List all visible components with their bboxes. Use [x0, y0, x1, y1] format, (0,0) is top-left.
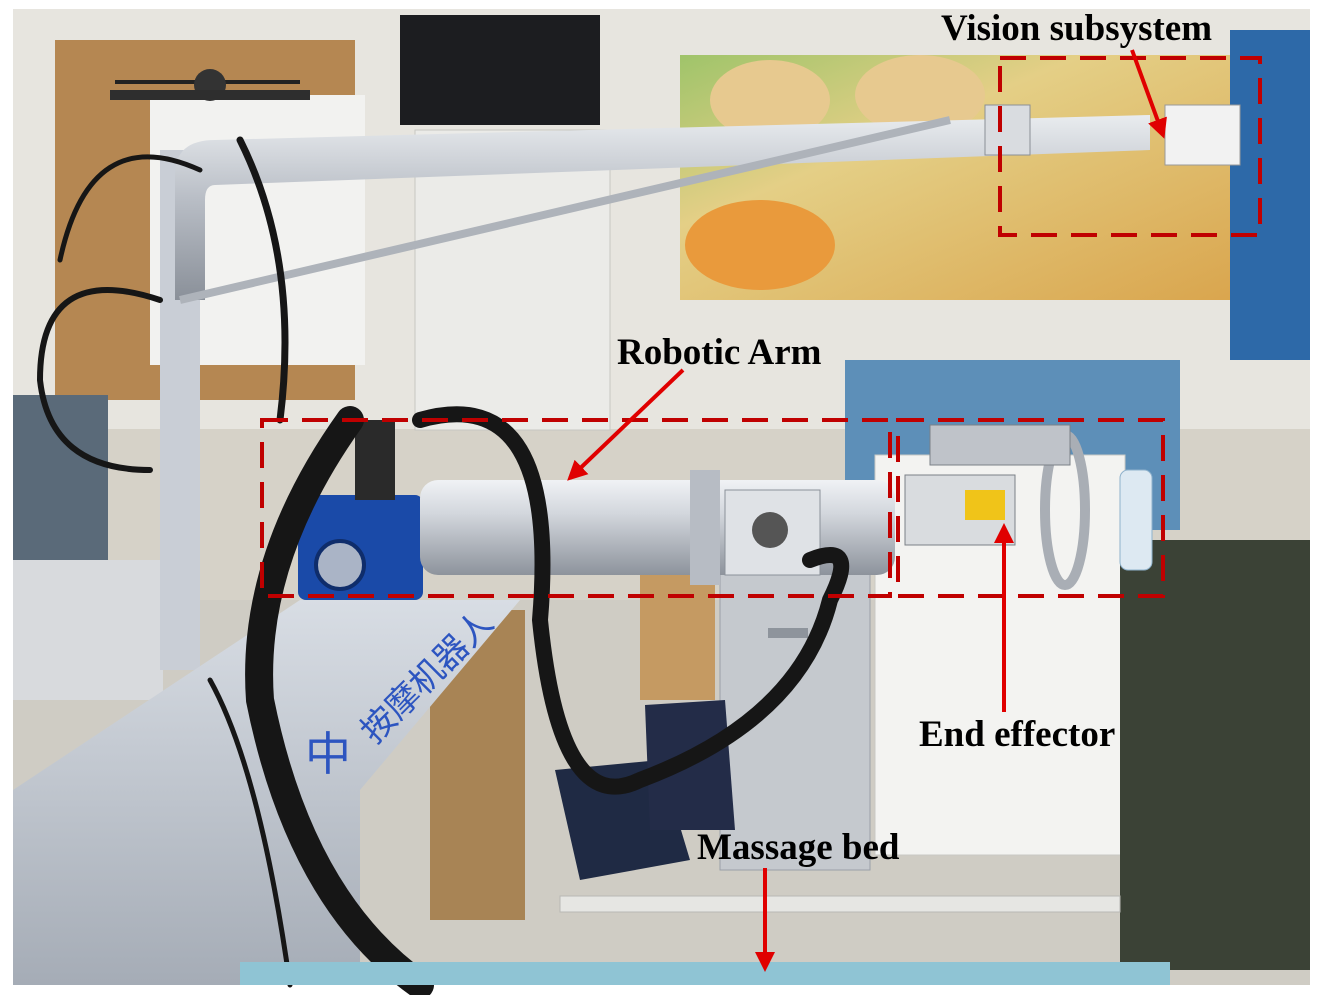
- end-effector-box: [896, 418, 1165, 598]
- cable-bundle: [36, 136, 850, 995]
- vision-subsystem-label: Vision subsystem: [941, 8, 1213, 49]
- robotic-arm-label: Robotic Arm: [617, 332, 822, 373]
- cabinet-back: [414, 129, 611, 431]
- overhead-tube: [175, 115, 1150, 300]
- cardboard-box: [640, 570, 715, 700]
- drone: [110, 69, 310, 101]
- effector-label-yellow: [965, 490, 1005, 520]
- robotic-arm-arrow: [567, 368, 685, 481]
- arm-joint: [690, 470, 720, 585]
- blue-motor-shaft: [314, 539, 366, 591]
- end-effector-label: End effector: [919, 714, 1116, 755]
- green-cabinet: [1120, 540, 1310, 970]
- base-beam: [13, 600, 520, 985]
- left-desk: [13, 560, 163, 700]
- monitor: [400, 15, 600, 125]
- tube-clamp: [984, 104, 1031, 156]
- blue-motor: [298, 495, 423, 600]
- effector-frame: [929, 424, 1071, 466]
- massage-bed-label: Massage bed: [697, 827, 900, 868]
- robotic-arm-box: [260, 418, 892, 598]
- vision-subsystem-box: [998, 56, 1262, 237]
- base-beam-char: 中: [305, 729, 351, 780]
- support-rod: [179, 116, 951, 304]
- poster-shape: [685, 200, 835, 290]
- motor-cylinder: [355, 420, 395, 500]
- bed-rail: [559, 895, 1121, 913]
- poster-shape: [710, 60, 830, 140]
- camera-body: [1164, 104, 1241, 166]
- arm-joint-hub: [752, 512, 788, 548]
- water-bottle: [1119, 469, 1153, 571]
- massage-bed: [240, 962, 1170, 985]
- vision-arrow: [1130, 49, 1167, 139]
- poster-shape: [855, 55, 985, 135]
- cabinet-handle: [768, 628, 808, 638]
- poster-side-panel: [1230, 30, 1310, 360]
- left-workbench: [13, 395, 108, 565]
